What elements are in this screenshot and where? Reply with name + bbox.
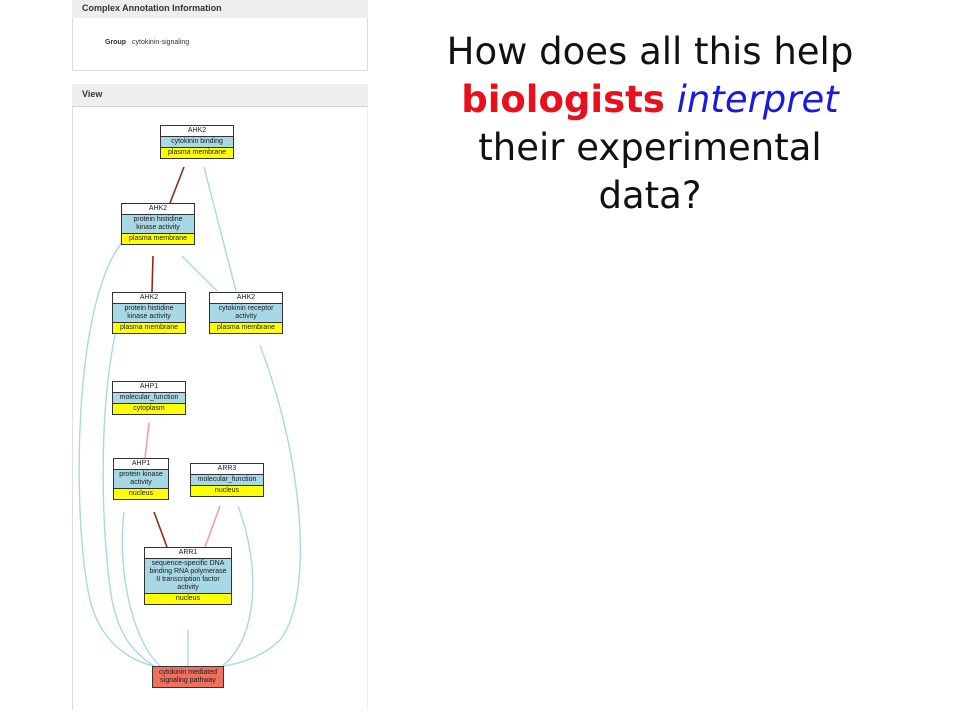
edge-n7-n8 [204,505,221,548]
node-title: AHK2 [210,293,282,304]
node-cytokinin-signaling-pathway[interactable]: cytokinin mediated signaling pathway [152,666,224,688]
node-function: molecular_function [191,475,263,486]
node-title: AHP1 [113,382,185,393]
node-function: molecular_function [113,393,185,404]
slide-question: How does all this help biologists interp… [405,28,895,220]
node-function: cytokinin binding [161,137,233,148]
edge-n7-n9 [221,505,254,667]
node-function: protein histidine kinase activity [122,215,194,234]
annotation-header-label: Complex Annotation Information [82,3,222,13]
node-ahk2-histidine-kinase[interactable]: AHK2 protein histidine kinase activity p… [112,292,186,334]
node-ahk2-histidine-kinase-top[interactable]: AHK2 protein histidine kinase activity p… [121,203,195,245]
node-arr3[interactable]: ARR3 molecular_function nucleus [190,463,264,497]
view-header: View [72,84,368,107]
node-title: ARR1 [145,548,231,559]
node-ahp1-molecular-function[interactable]: AHP1 molecular_function cytoplasm [112,381,186,415]
node-location: plasma membrane [122,234,194,244]
group-label: Group [105,39,126,46]
node-ahk2-cytokinin-receptor[interactable]: AHK2 cytokinin receptor activity plasma … [209,292,283,334]
node-location: cytoplasm [113,404,185,414]
node-title: AHK2 [122,204,194,215]
group-row: Group cytokinin-signaling [105,39,189,46]
edge-n6-n8 [153,511,168,548]
question-word-biologists: biologists [461,78,665,121]
node-process: cytokinin mediated signaling pathway [159,669,217,684]
edge-n2-n9 [78,239,155,667]
node-location: nucleus [191,486,263,496]
edge-n1-n2 [169,166,185,204]
question-word-interpret: interpret [676,78,839,121]
node-ahk2-cytokinin-binding[interactable]: AHK2 cytokinin binding plasma membrane [160,125,234,159]
node-title: AHK2 [113,293,185,304]
edge-n4-n9 [223,344,302,667]
group-value: cytokinin-signaling [132,39,190,46]
question-part1: How does all this help [446,30,854,73]
screenshot-panel: Complex Annotation Information Group cyto… [72,0,368,710]
node-title: AHP1 [114,459,168,470]
node-location: nucleus [114,489,168,499]
node-function: cytokinin receptor activity [210,304,282,323]
view-body [72,107,368,710]
node-function: sequence-specific DNA binding RNA polyme… [145,559,231,594]
node-title: ARR3 [191,464,263,475]
node-ahp1-protein-kinase[interactable]: AHP1 protein kinase activity nucleus [113,458,169,500]
node-location: plasma membrane [210,323,282,333]
diagram-edges [78,166,302,667]
annotation-body: Group cytokinin-signaling [72,18,368,71]
node-location: plasma membrane [113,323,185,333]
node-title: AHK2 [161,126,233,137]
edge-n3-n9 [102,329,155,667]
node-function: protein kinase activity [114,470,168,489]
edge-n1-n4 [203,166,237,292]
edge-n6-n9 [121,511,161,667]
node-arr1[interactable]: ARR1 sequence-specific DNA binding RNA p… [144,547,232,605]
node-location: nucleus [145,594,231,604]
node-location: plasma membrane [161,148,233,158]
edge-n2-n4 [181,255,218,292]
question-part2: their experimental data? [478,126,822,217]
node-function: protein histidine kinase activity [113,304,185,323]
view-header-label: View [82,89,103,99]
edge-n2-n3 [151,255,154,293]
edge-n5-n6 [144,422,150,459]
